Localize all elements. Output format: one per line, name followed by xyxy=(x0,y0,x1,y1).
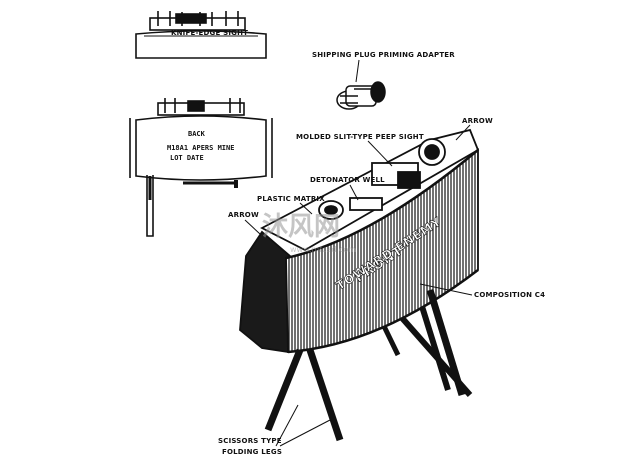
label-molded-sight: MOLDED SLIT-TYPE PEEP SIGHT xyxy=(296,133,424,141)
watermark-logo-text: 沐风网 xyxy=(262,212,341,242)
watermark-url: www.mfcad.com xyxy=(290,245,357,254)
back-marking-3: LOT DATE xyxy=(170,154,204,162)
label-composition: COMPOSITION C4 xyxy=(474,291,546,299)
label-knife-edge-sight: KNIFE-EDGE SIGHT xyxy=(171,29,249,37)
shipping-plug-drawing xyxy=(336,81,386,110)
label-arrow-left: ARROW xyxy=(228,211,259,219)
mine-body-drawing xyxy=(239,128,480,442)
label-detonator-well: DETONATOR WELL xyxy=(310,176,385,184)
back-view-drawing xyxy=(129,98,273,237)
leader-lines xyxy=(244,59,473,447)
label-legs-line1: SCISSORS TYPE xyxy=(218,437,282,445)
back-marking-1: BACK xyxy=(188,130,205,138)
label-shipping-plug: SHIPPING PLUG PRIMING ADAPTER xyxy=(312,51,455,59)
label-plastic-matrix: PLASTIC MATRIX xyxy=(257,195,325,203)
label-arrow-top: ARROW xyxy=(462,117,493,125)
back-marking-2: M18A1 APERS MINE xyxy=(167,144,235,152)
knife-edge-sight-drawing xyxy=(135,11,267,59)
label-legs-line2: FOLDING LEGS xyxy=(222,448,283,456)
